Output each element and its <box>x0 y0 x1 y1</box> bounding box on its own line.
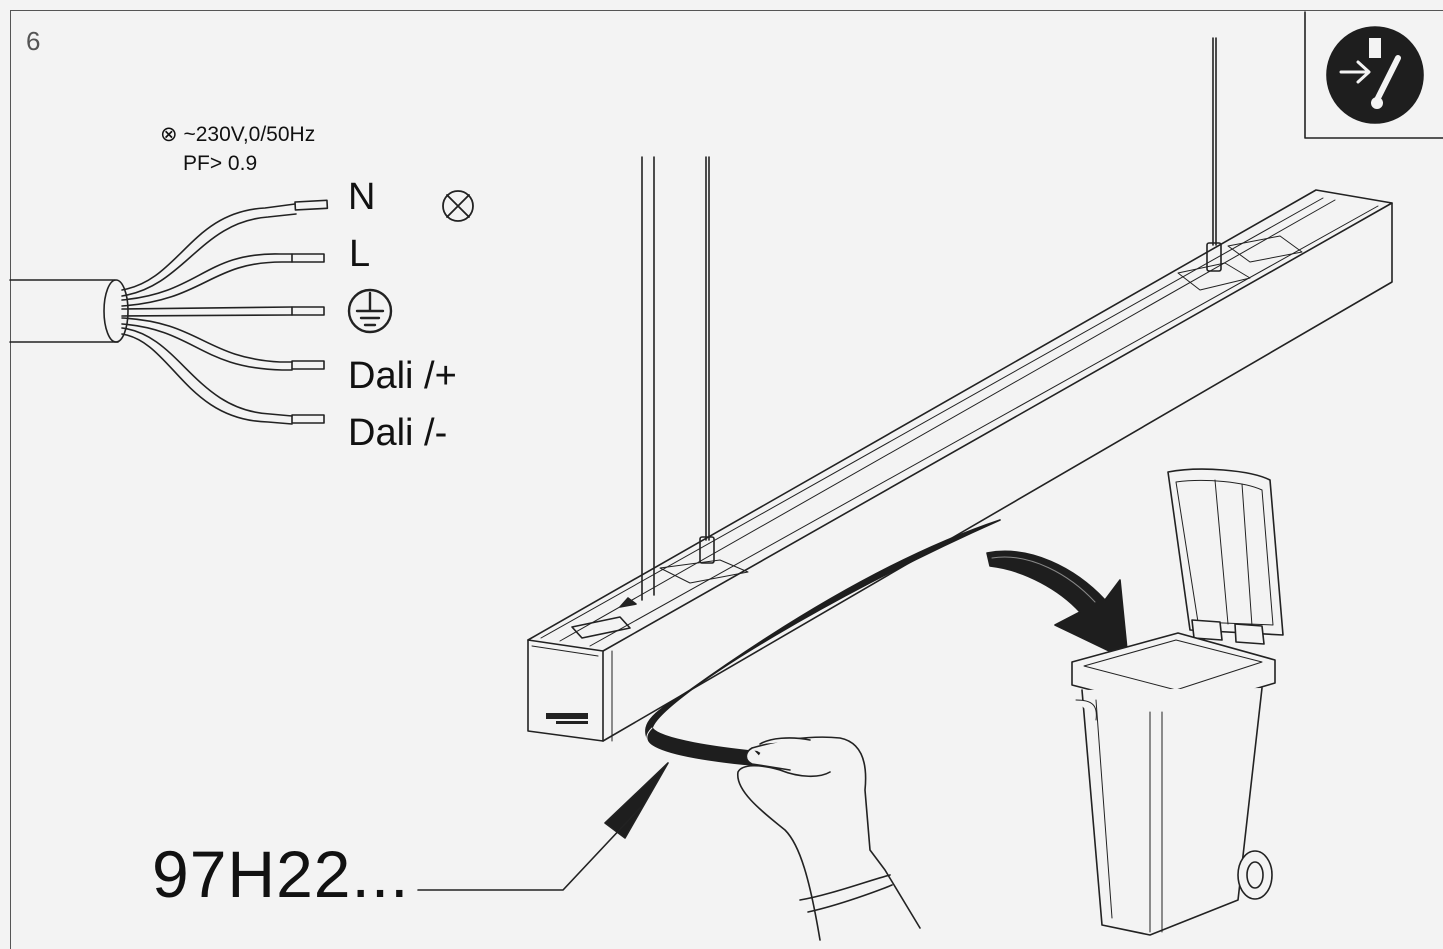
protective-film <box>645 519 1001 766</box>
lamp-symbol-icon <box>442 190 474 222</box>
disconnect-power-icon <box>1326 26 1424 124</box>
suspension-wires <box>641 37 1222 601</box>
cable-illustration <box>9 199 329 425</box>
supply-voltage: ⊗ ~230V,0/50Hz <box>160 122 315 147</box>
wire-label-dali-minus: Dali /- <box>348 412 448 454</box>
hand-illustration <box>737 736 921 941</box>
voltage-text: ~230V,0/50Hz <box>183 123 316 146</box>
linear-luminaire <box>527 189 1393 742</box>
pointer-arrow <box>417 762 669 891</box>
page-frame <box>10 10 1443 949</box>
power-factor: PF> 0.9 <box>183 152 258 175</box>
product-code: 97H22... <box>152 837 410 911</box>
waste-bin-illustration <box>1071 468 1284 936</box>
wire-label-dali-plus: Dali /+ <box>348 355 457 397</box>
earth-ground-icon <box>347 288 393 334</box>
curved-arrow <box>986 550 1129 661</box>
wire-label-n: N <box>348 176 376 218</box>
page-number: 6 <box>26 26 41 56</box>
wire-label-l: L <box>349 233 371 275</box>
warning-box <box>1304 11 1443 139</box>
lamp-symbol-small: ⊗ <box>160 123 178 146</box>
